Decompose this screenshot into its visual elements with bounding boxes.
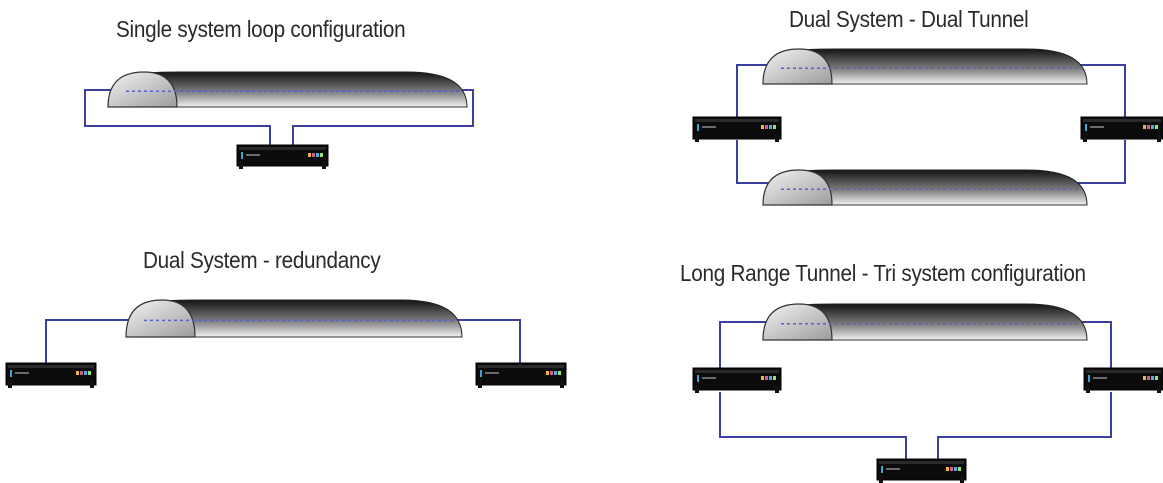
tri-system-tunnel (762, 303, 1088, 341)
power-led-icon (10, 370, 12, 377)
status-led-icon (950, 467, 953, 471)
single-loop-tunnel (107, 71, 468, 108)
tri-system-right-controller (1083, 367, 1163, 393)
status-led-icon (1147, 125, 1150, 129)
power-led-icon (241, 152, 243, 159)
status-led-icon (761, 125, 764, 129)
status-led-icon (88, 371, 91, 375)
status-led-icon (769, 125, 772, 129)
title-redundancy: Dual System - redundancy (143, 247, 381, 273)
status-led-icon (558, 371, 561, 375)
status-led-icon (1143, 125, 1146, 129)
title-single-loop: Single system loop configuration (116, 16, 406, 42)
status-led-icon (958, 467, 961, 471)
status-led-icon (84, 371, 87, 375)
status-led-icon (765, 125, 768, 129)
status-led-icon (1143, 376, 1146, 380)
status-led-icon (1151, 125, 1154, 129)
power-led-icon (697, 124, 699, 131)
status-led-icon (946, 467, 949, 471)
tri-system-left-cable (719, 392, 907, 459)
power-led-icon (881, 466, 883, 473)
status-led-icon (554, 371, 557, 375)
tri-system-left-controller (692, 367, 782, 393)
status-led-icon (308, 153, 311, 157)
status-led-icon (1147, 376, 1150, 380)
status-led-icon (312, 153, 315, 157)
status-led-icon (761, 376, 764, 380)
title-tri-system: Long Range Tunnel - Tri system configura… (680, 260, 1086, 286)
tri-system-right-cable (937, 392, 1112, 459)
single-loop-controller (236, 144, 329, 169)
dual-tunnel-upper-tunnel (762, 48, 1088, 85)
status-led-icon (316, 153, 319, 157)
status-led-icon (80, 371, 83, 375)
status-led-icon (773, 376, 776, 380)
status-led-icon (1155, 125, 1158, 129)
status-led-icon (76, 371, 79, 375)
redundancy-left-controller (5, 362, 97, 388)
status-led-icon (773, 125, 776, 129)
status-led-icon (954, 467, 957, 471)
power-led-icon (1088, 375, 1090, 382)
dual-tunnel-left-controller (692, 116, 782, 142)
power-led-icon (697, 375, 699, 382)
power-led-icon (1085, 124, 1087, 131)
dual-tunnel-right-controller (1080, 116, 1163, 142)
status-led-icon (1155, 376, 1158, 380)
dual-tunnel-lower-tunnel (762, 169, 1088, 206)
tri-system-bottom-controller (876, 458, 967, 483)
status-led-icon (320, 153, 323, 157)
status-led-icon (765, 376, 768, 380)
status-led-icon (550, 371, 553, 375)
status-led-icon (1151, 376, 1154, 380)
status-led-icon (769, 376, 772, 380)
redundancy-right-controller (475, 362, 567, 388)
status-led-icon (546, 371, 549, 375)
redundancy-tunnel (125, 299, 463, 338)
power-led-icon (480, 370, 482, 377)
title-dual-tunnel: Dual System - Dual Tunnel (789, 6, 1029, 32)
